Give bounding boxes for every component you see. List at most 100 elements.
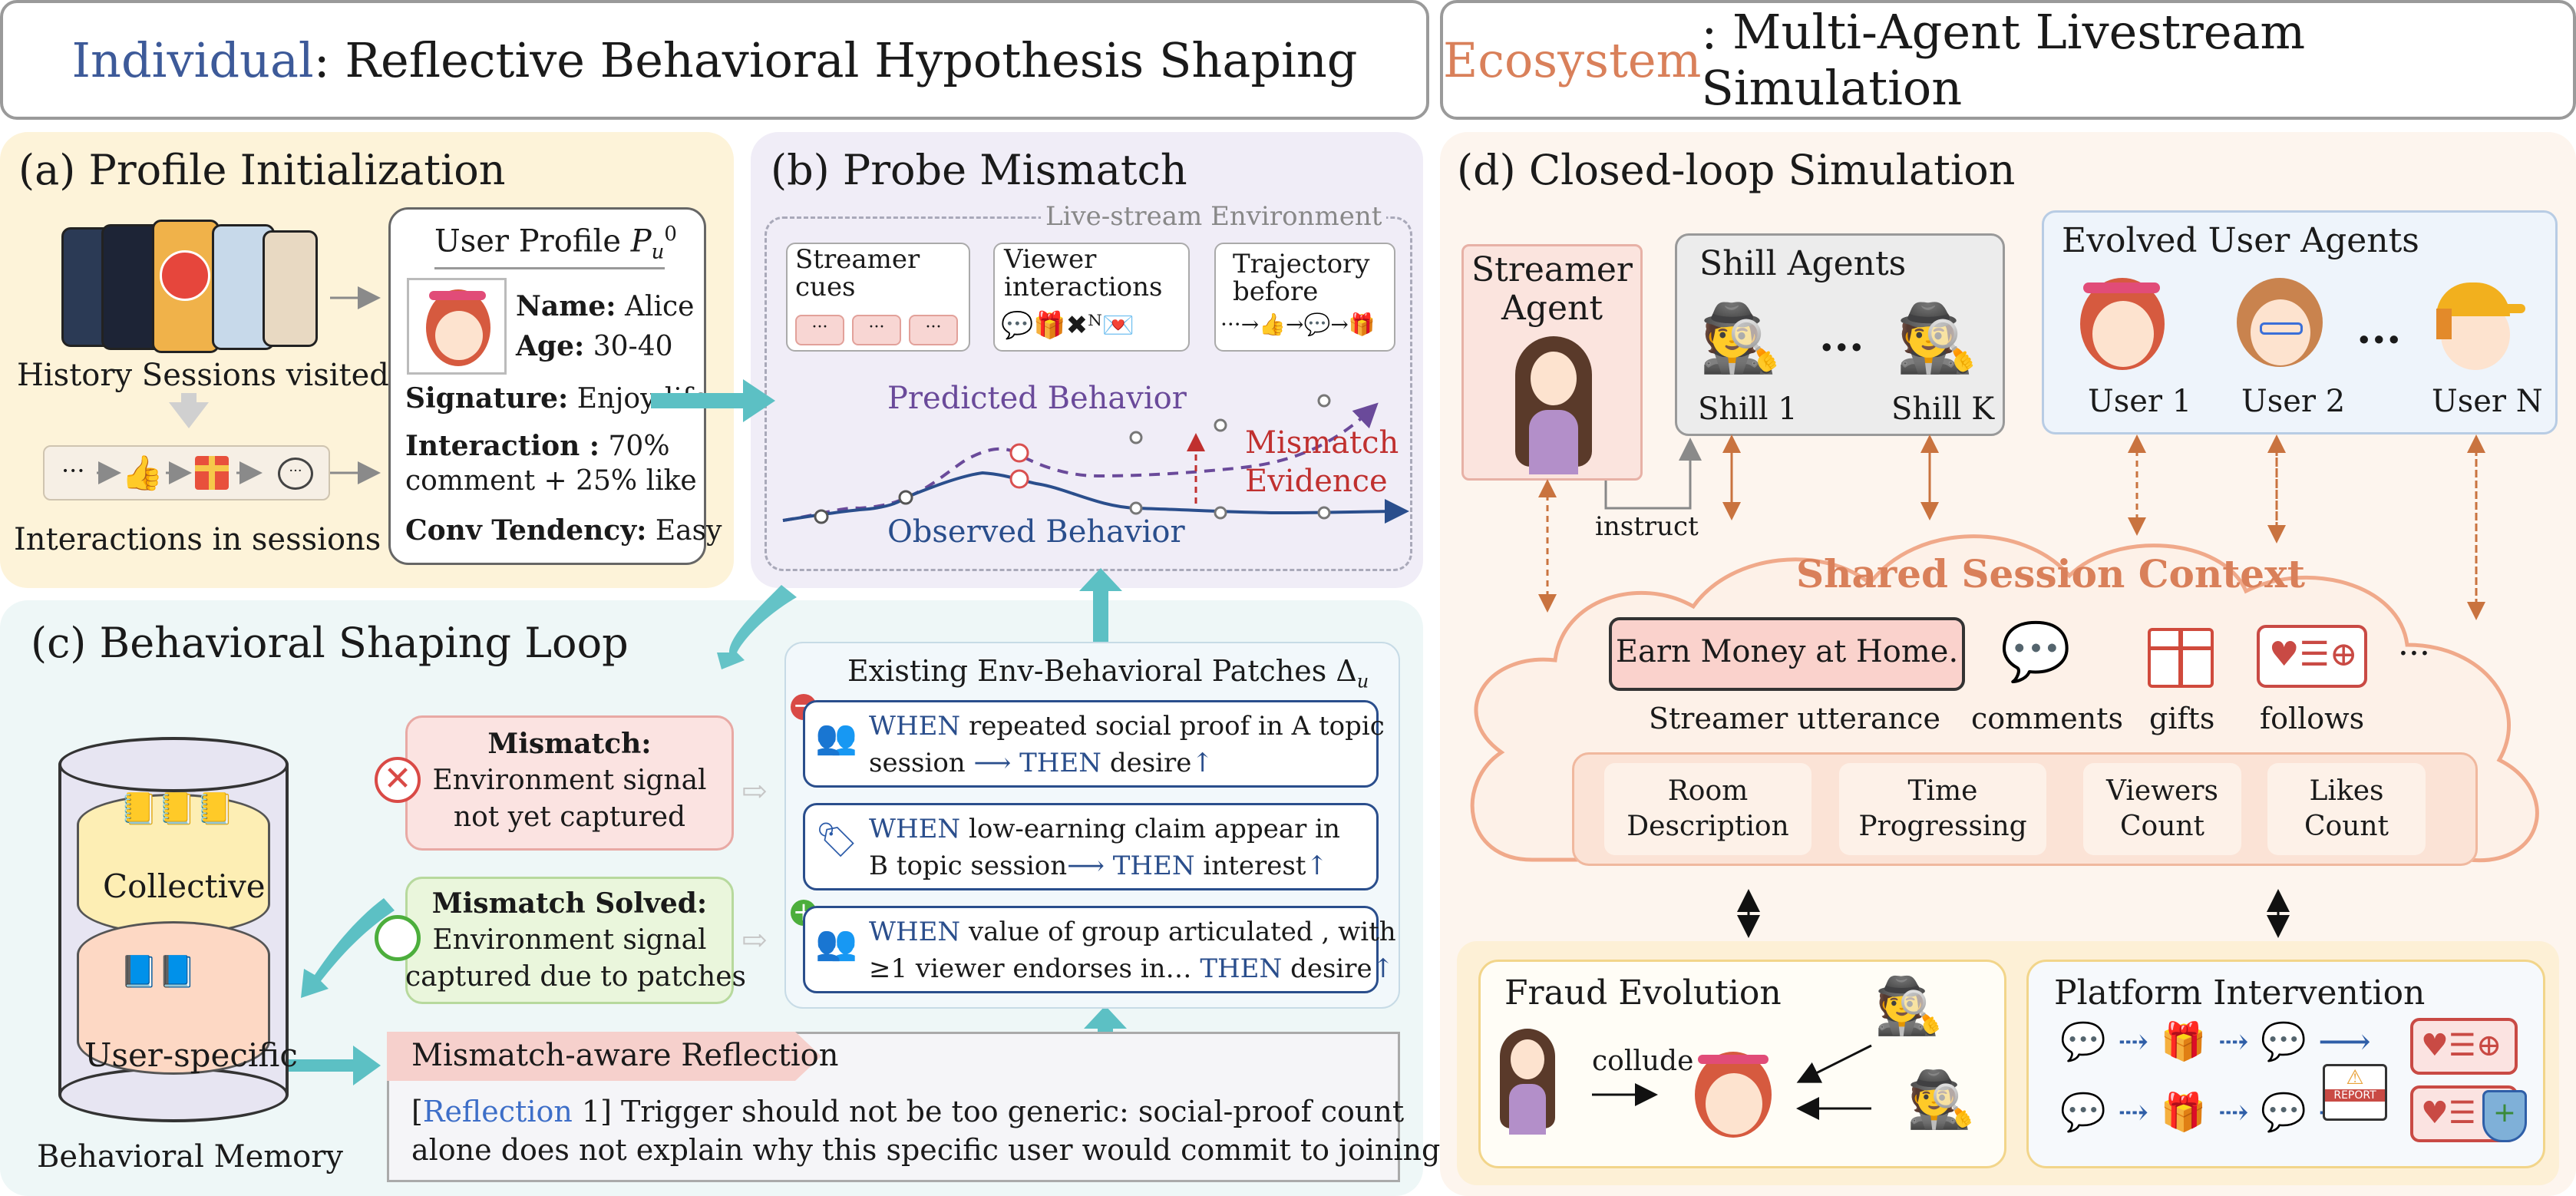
profile-conv: Conv Tendency: Easy [405,514,722,547]
profile-interaction: Interaction : 70% [405,430,670,462]
user-profile-title: User Profile Pu0 [434,223,677,263]
context-viewers-l2: Count [2119,811,2205,842]
profile-name: Name: Alice [516,290,694,322]
behavior-plot [782,394,1409,524]
patch-2-cond: low-earning claim appear in [968,814,1340,844]
observed-behavior-label: Observed Behavior [887,514,1185,550]
profile-age-label: Age: [516,330,585,362]
users-dots: ··· [2356,315,2402,365]
cue-bubble-1: ··· [795,315,844,345]
down-arrow [169,402,209,428]
viewer-interactions-label: Viewer interactions [1004,244,1163,302]
profile-sup: 0 [664,223,677,246]
fraud-shill-1-icon: 🕵 [1874,973,1944,1038]
cross-circle-icon: ✕ [375,757,421,803]
platform-title: Platform Intervention [2054,973,2426,1013]
patch-3-when: WHEN [869,917,961,947]
shill-k-icon: 🕵 [1896,300,1979,377]
predicted-behavior-label: Predicted Behavior [887,381,1187,416]
user-specific-label: User-specific [84,1036,298,1074]
context-room [1604,763,1811,855]
user-n-label: User N [2432,384,2543,419]
follows-icon: ♥☰⊕ [2257,625,2367,688]
streamer-avatar [1508,336,1600,474]
more-dots: ··· [2398,634,2430,673]
history-sessions-label: History Sessions visited [17,358,389,393]
shill-agents-box [1675,233,2005,436]
user-profile-title-text: User Profile [434,223,622,259]
fraud-arrows [1592,1044,1872,1120]
reflection-text1: Trigger should not be too generic: socia… [621,1095,1405,1128]
patch-2-then: THEN [1112,851,1195,881]
patch-1-line2b: desire [1109,748,1192,778]
profile-symbol: P [630,223,652,259]
shill-1-icon: 🕵 [1699,300,1782,377]
reflection-num: 1] [581,1095,612,1128]
solved-circle-icon [375,915,421,961]
profile-name-label: Name: [516,290,616,322]
viewer-interactions-box [993,243,1190,352]
patch-2-when: WHEN [869,814,961,844]
reflection-banner-label: Mismatch-aware Reflection [411,1038,839,1073]
utterance-text: Earn Money at Home. [1615,634,1959,669]
viewer-icons: 💬🎁✖ᴺ💌 [1001,310,1135,341]
report-icon: ⚠ REPORT [2323,1064,2387,1121]
context-time-l2: Progressing [1858,811,2027,842]
down-arrow-stem [181,393,197,404]
platform-row2-icons: 💬 ⇢ 🎁 ⇢ 💬 ⇢ [2060,1091,2350,1134]
trajectory-before-box [1214,243,1395,352]
header-individual-rest: : Reflective Behavioral Hypothesis Shapi… [313,31,1358,88]
patch-1-line2a: session [869,748,966,778]
context-time [1839,763,2046,855]
profile-age: Age: 30-40 [516,330,673,362]
streamer-line1: Streamer [1471,250,1633,289]
patch-2-line1: WHEN low-earning claim appear in [869,814,1340,844]
patches-sub: u [1356,670,1369,692]
people-icon-1: 👥 [815,718,857,757]
context-likes [2267,763,2426,855]
panel-a-title: (a) Profile Initialization [18,146,506,194]
profile-conv-value: Easy [655,515,722,547]
phone-screenshots [61,220,318,353]
collective-label: Collective [103,867,266,905]
patch-2-line2a: B topic session [869,851,1068,881]
shill-title: Shill Agents [1699,244,1907,283]
collude-label: collude [1592,1046,1694,1077]
cue-bubble-3: ··· [909,315,958,345]
patch-3-then: THEN [1200,953,1283,984]
header-ecosystem: Ecosystem: Multi-Agent Livestream Simula… [1440,0,2576,120]
patch-2-line2: B topic session⟶ THEN interest↑ [869,851,1328,881]
panel-b-title: (b) Probe Mismatch [771,146,1187,194]
header-individual-prefix: Individual [71,31,314,88]
mismatch-solved-box [405,877,734,1004]
mismatch-line1: Environment signal [432,765,707,796]
patch-1-cond: repeated social proof in A topic [968,711,1385,742]
shared-session-title: Shared Session Context [1796,551,2306,596]
patch-1-line2: session ⟶ THEN desire↑ [869,748,1214,778]
trajectory-icons: ···→👍→💬→🎁 [1220,312,1376,337]
comments-label: comments [1971,702,2123,735]
streamer-line2: Agent [1501,289,1603,328]
user-2-avatar [2234,278,2326,375]
profile-signature-label: Signature: [405,382,569,415]
book-icons-top: 📒📒📒 [120,791,235,827]
patch-3-line2b: desire [1290,953,1372,984]
solved-line2: captured due to patches [405,961,746,993]
profile-interaction-line2: comment + 25% like [405,465,697,497]
fraud-shill-2-icon: 🕵 [1907,1067,1976,1132]
chevron-1: ⇨ [741,774,768,809]
users-title: Evolved User Agents [2062,221,2419,260]
behavioral-memory-label: Behavioral Memory [37,1139,343,1175]
context-likes-l2: Count [2304,811,2389,842]
patch-3 [803,906,1379,993]
utterance-bubble [1609,617,1965,691]
profile-sub: u [651,240,665,264]
follow-card-1-icon: ♥☰⊕ [2410,1018,2518,1075]
profile-name-value: Alice [624,291,695,322]
fraud-user-avatar [1689,1052,1778,1142]
mismatch-line2: not yet captured [453,801,686,833]
context-likes-l1: Likes [2309,775,2384,807]
user-n-avatar [2426,278,2525,375]
profile-divider [434,267,665,269]
user-1-label: User 1 [2088,384,2192,419]
